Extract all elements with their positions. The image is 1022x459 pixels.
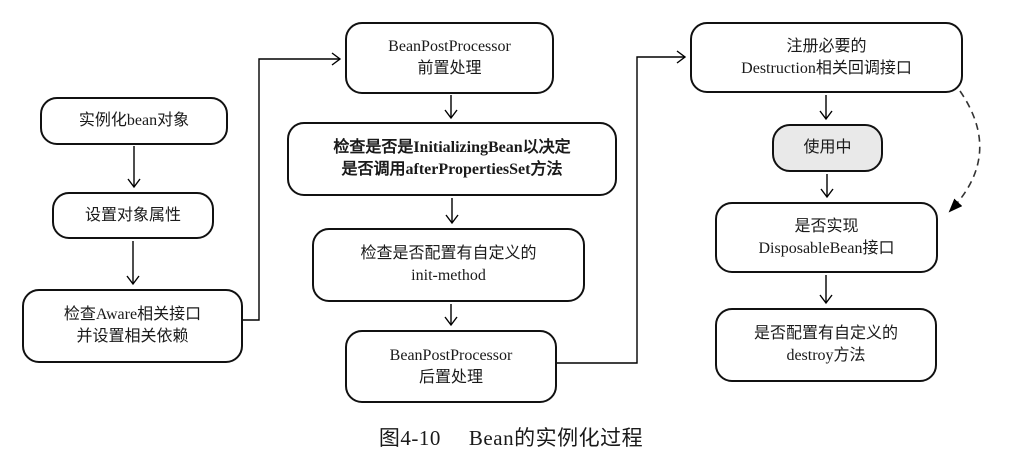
- node-label: 注册必要的: [786, 37, 867, 55]
- node-beanpostprocessor-before: BeanPostProcessor 前置处理: [345, 22, 554, 94]
- node-check-aware: 检查Aware相关接口 并设置相关依赖: [22, 289, 243, 363]
- figure-caption: 图4-10 Bean的实例化过程: [0, 422, 1022, 452]
- node-label: BeanPostProcessor: [389, 346, 513, 364]
- node-label: 检查是否是InitializingBean以决定: [333, 139, 571, 157]
- node-label: init-method: [411, 267, 486, 284]
- node-label: 是否配置有自定义的: [753, 325, 898, 343]
- node-label: 并设置相关依赖: [76, 328, 189, 345]
- dashed-curve-destruction-to-disposable: [948, 90, 981, 213]
- node-beanpostprocessor-after: BeanPostProcessor 后置处理: [345, 330, 557, 403]
- node-in-use: 使用中: [772, 124, 883, 172]
- figure-caption-title: Bean的实例化过程: [468, 426, 644, 450]
- node-check-destroy-method: 是否配置有自定义的 destroy方法: [715, 308, 937, 382]
- node-label: 实例化bean对象: [78, 112, 190, 130]
- node-label: Destruction相关回调接口: [741, 59, 912, 77]
- node-label: 前置处理: [417, 60, 482, 77]
- node-check-init-method: 检查是否配置有自定义的 init-method: [312, 228, 585, 302]
- node-label: 使用中: [803, 139, 852, 157]
- node-check-disposablebean: 是否实现 DisposableBean接口: [715, 202, 938, 273]
- node-label: 设置对象属性: [84, 206, 181, 224]
- node-register-destruction: 注册必要的 Destruction相关回调接口: [690, 22, 963, 93]
- node-label: 检查是否配置有自定义的: [360, 245, 537, 263]
- node-label: 是否调用afterPropertiesSet方法: [341, 161, 563, 178]
- node-label: destroy方法: [786, 347, 866, 364]
- node-check-initializingbean: 检查是否是InitializingBean以决定 是否调用afterProper…: [287, 122, 617, 196]
- node-label: 是否实现: [794, 217, 859, 235]
- node-label: 检查Aware相关接口: [63, 306, 202, 324]
- node-label: BeanPostProcessor: [388, 38, 511, 56]
- node-label: 后置处理: [418, 368, 483, 386]
- node-instantiate-bean: 实例化bean对象: [40, 97, 228, 145]
- elbow-bppafter-to-destruction: [557, 50, 687, 364]
- figure-caption-number: 图4-10: [378, 426, 441, 450]
- elbow-aware-to-bppbefore: [243, 52, 342, 321]
- node-set-properties: 设置对象属性: [52, 192, 214, 239]
- node-label: DisposableBean接口: [758, 239, 895, 257]
